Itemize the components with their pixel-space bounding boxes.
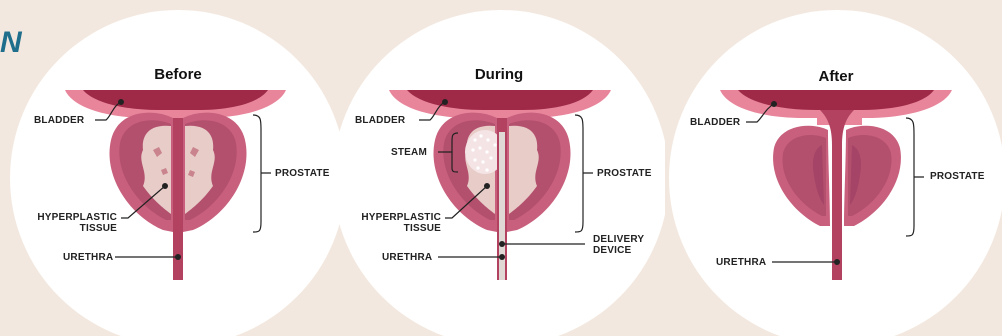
leader-dot [162,183,168,189]
leader-dot [484,183,490,189]
panel-title: After [776,68,896,85]
label-bladder: BLADDER [355,115,405,126]
panel-during: During BLADDER STEAM PROSTATE HYPERPLAST… [325,0,665,336]
label-urethra: URETHRA [382,252,432,263]
label-hyperplastic-line1: HYPERPLASTIC [355,212,441,223]
label-hyperplastic-line2: TISSUE [355,223,441,234]
label-delivery-line1: DELIVERY [593,234,644,245]
label-delivery-line2: DEVICE [593,245,644,256]
label-steam: STEAM [391,147,427,158]
leader-dot [442,99,448,105]
label-prostate: PROSTATE [597,168,652,179]
leader-dot [499,241,505,247]
panel-title: During [439,66,559,83]
leader-dot [834,259,840,265]
leader-dot [499,254,505,260]
panel-after: After BLADDER PROSTATE URETHRA [662,0,1002,336]
label-urethra: URETHRA [63,252,113,263]
label-prostate: PROSTATE [275,168,330,179]
diagram-after [662,0,1002,336]
leader-dot [771,101,777,107]
label-hyperplastic: HYPERPLASTIC TISSUE [355,212,441,234]
label-bladder: BLADDER [690,117,740,128]
label-hyperplastic-line2: TISSUE [33,223,117,234]
label-urethra: URETHRA [716,257,766,268]
leader-dot [175,254,181,260]
label-hyperplastic: HYPERPLASTIC TISSUE [33,212,117,234]
label-prostate: PROSTATE [930,171,985,182]
panel-before: Before BLADDER PROSTATE HYPERPLASTIC TIS… [3,0,343,336]
label-bladder: BLADDER [34,115,84,126]
label-hyperplastic-line1: HYPERPLASTIC [33,212,117,223]
label-delivery-device: DELIVERY DEVICE [593,234,644,256]
panel-title: Before [118,66,238,83]
leader-dot [118,99,124,105]
